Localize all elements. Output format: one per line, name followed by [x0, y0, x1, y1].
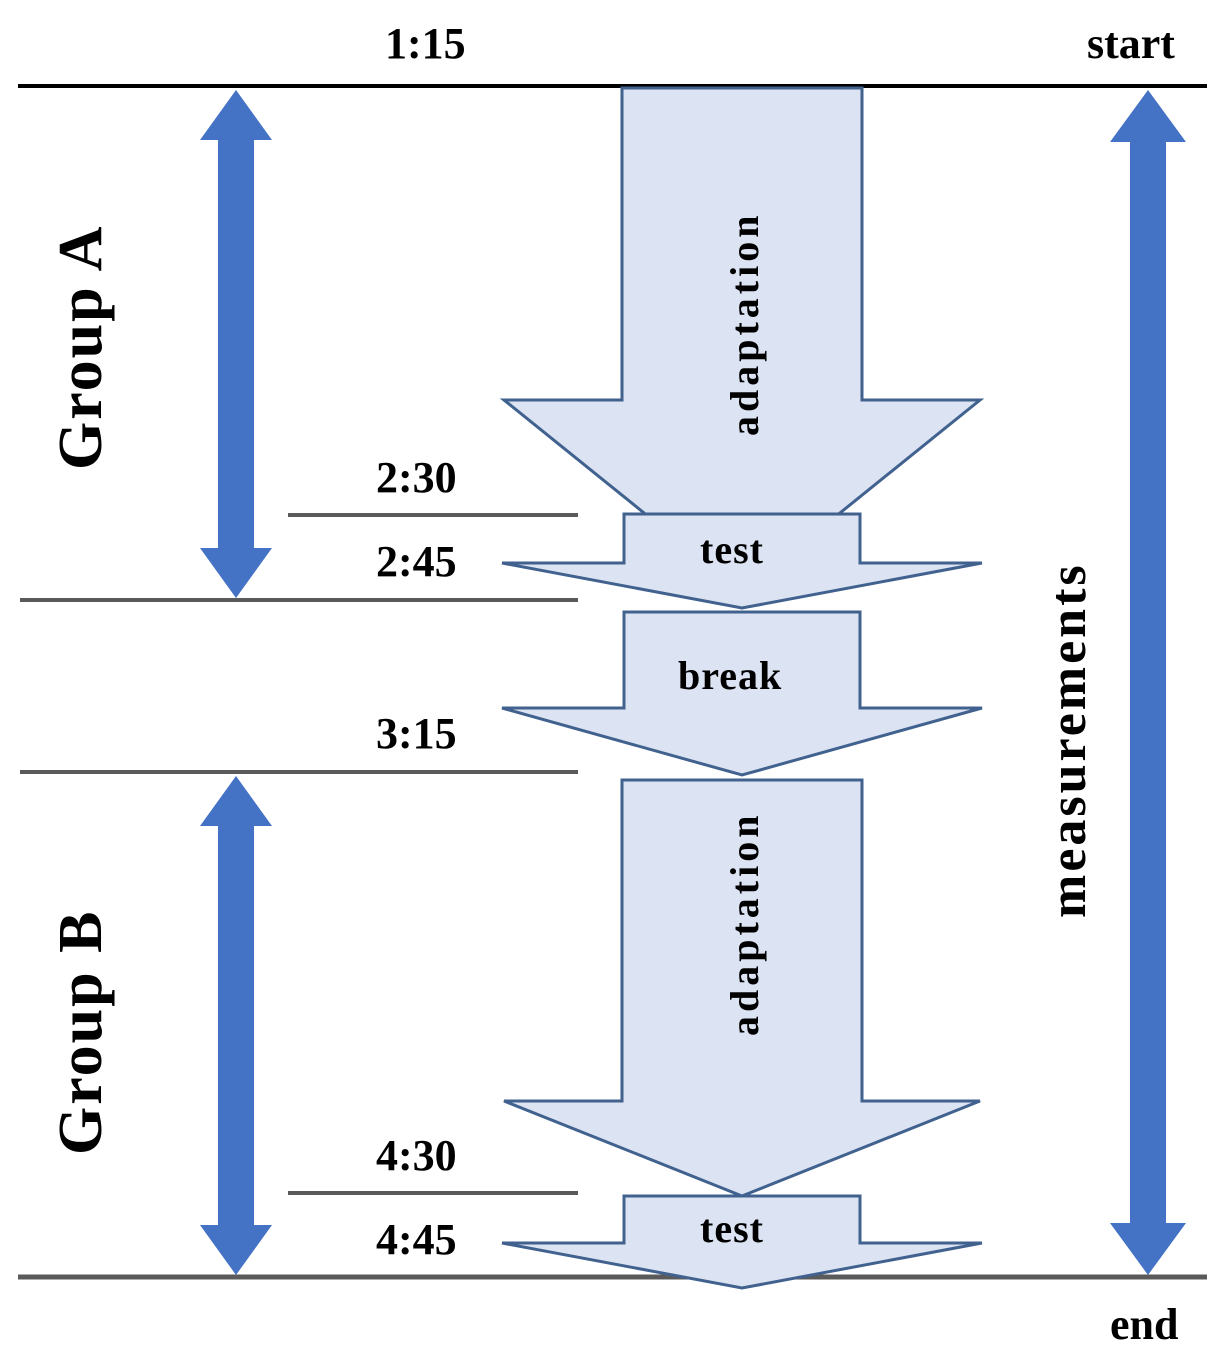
phase-label-test-b: test: [700, 1206, 764, 1251]
time-label-4-30: 4:30: [376, 1131, 457, 1180]
flow-arrow-test-b: [501, 1194, 983, 1290]
flow-arrow-test-a: [501, 512, 983, 610]
flow-arrow-break: [501, 610, 983, 777]
phase-label-break: break: [678, 653, 783, 698]
time-label-2-45: 2:45: [376, 537, 457, 586]
phase-label-adaptation-a: adaptation: [722, 211, 767, 437]
flow-arrow-adaptation-a: [499, 86, 985, 594]
time-label-1-15: 1:15: [385, 19, 466, 68]
measurements-label: measurements: [1040, 562, 1097, 918]
edge-label-end: end: [1110, 1300, 1179, 1349]
flow-arrow-adaptation-b: [503, 778, 981, 1198]
time-label-2-30: 2:30: [376, 453, 457, 502]
time-label-4-45: 4:45: [376, 1215, 457, 1264]
group-b-span-arrow: [200, 776, 272, 1275]
group-a-span-arrow: [200, 90, 272, 598]
group-label-a: Group A: [47, 224, 115, 470]
phase-label-test-a: test: [700, 527, 764, 572]
edge-label-start: start: [1087, 19, 1175, 68]
phase-label-adaptation-b: adaptation: [722, 811, 767, 1037]
measurements-span-arrow: [1110, 90, 1186, 1275]
group-label-b: Group B: [47, 909, 115, 1155]
time-label-3-15: 3:15: [376, 709, 457, 758]
